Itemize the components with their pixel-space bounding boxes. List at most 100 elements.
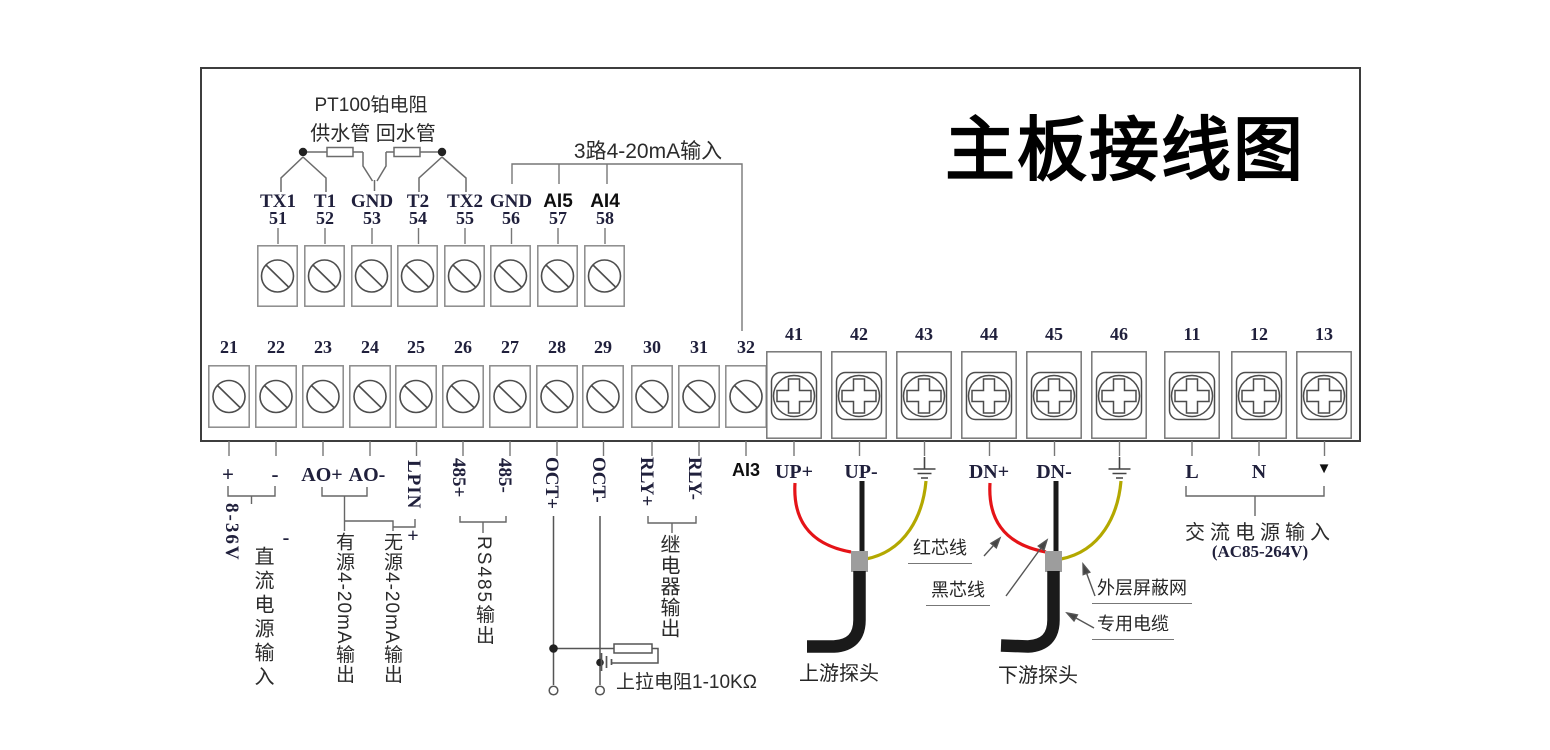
- open-terminal: [548, 685, 559, 696]
- up-shield-wire: [865, 480, 928, 561]
- screw-slot-icon: [444, 245, 485, 307]
- terminal-29: 29: [575, 338, 631, 459]
- terminal-24: 24: [342, 338, 398, 459]
- label-ao-plus: AO+: [301, 464, 343, 486]
- passive-sign: +: [407, 525, 419, 547]
- screw-slot-icon: [584, 245, 625, 307]
- screw-cross-icon: [1091, 351, 1147, 439]
- screw-slot-icon: [537, 245, 578, 307]
- pipe-labels: 供水管 回水管: [310, 123, 436, 145]
- screw-cross-icon: [961, 351, 1017, 439]
- label-ground-triangle: ▼: [1316, 460, 1332, 477]
- screw-cross-icon: [766, 351, 822, 439]
- up-red-wire: [793, 482, 852, 554]
- screw-slot-icon: [208, 365, 250, 428]
- label-dn-minus: DN-: [1036, 461, 1072, 483]
- up-ferrule: [851, 551, 868, 572]
- terminal-23: 23: [295, 338, 351, 459]
- upstream-probe-label: 上游探头: [799, 663, 879, 685]
- screw-slot-icon: [255, 365, 297, 428]
- up-cable: [807, 571, 866, 653]
- cable-label: 专用电缆: [1092, 610, 1174, 640]
- terminal-31: 31: [671, 338, 727, 459]
- ac-range-label: (AC85-264V): [1211, 542, 1309, 561]
- label-ao-minus: AO-: [348, 464, 386, 486]
- dn-cable: [1000, 571, 1060, 653]
- terminal-21: 21: [201, 338, 257, 459]
- earth-icon: [913, 457, 936, 479]
- label-485-plus: 485+: [447, 458, 469, 498]
- relay-bracket: [647, 516, 697, 533]
- dc-voltage-label: 8-36V: [220, 503, 242, 562]
- screw-cross-icon: [1296, 351, 1352, 439]
- label-lpin: LPIN: [402, 460, 424, 510]
- junction-dot: [596, 658, 604, 667]
- dn-ferrule: [1045, 551, 1062, 572]
- relay-out-label: 继电器输出: [657, 534, 679, 639]
- top-row-stubs: [277, 228, 606, 244]
- terminal-22: 22: [248, 338, 304, 459]
- pullup-label: 上拉电阻1-10KΩ: [616, 672, 757, 693]
- screw-slot-icon: [536, 365, 578, 428]
- screw-cross-icon: [1231, 351, 1287, 439]
- label-dc-minus: -: [271, 462, 279, 486]
- rs485-out-label: RS485输出: [472, 536, 494, 647]
- screw-slot-icon: [349, 365, 391, 428]
- screw-cross-icon: [1026, 351, 1082, 439]
- screw-slot-icon: [395, 365, 437, 428]
- ground-symbol: [600, 653, 613, 671]
- analog-input-label: 3路4-20mA输入: [573, 140, 723, 163]
- terminal-42: 42: [831, 325, 887, 446]
- label-dc-plus: +: [222, 462, 234, 486]
- downstream-probe-label: 下游探头: [998, 665, 1078, 687]
- screw-slot-icon: [582, 365, 624, 428]
- open-terminal: [594, 685, 606, 696]
- label-ai3: AI3: [731, 460, 760, 480]
- shield-label: 外层屏蔽网: [1092, 574, 1192, 604]
- terminal-25: 25: [388, 338, 444, 459]
- label-neutral: N: [1251, 461, 1267, 483]
- terminal-32: 32: [718, 338, 774, 459]
- oct-circuit: [548, 516, 659, 696]
- label-up-plus: UP+: [774, 461, 814, 483]
- page-title: 主板接线图: [945, 111, 1305, 189]
- active-420-label: 有源4-20mA输出: [332, 532, 354, 685]
- resistor-supply: [326, 146, 354, 158]
- label-485-minus: 485-: [493, 458, 515, 493]
- screw-slot-icon: [351, 245, 392, 307]
- terminal-26: 26: [435, 338, 491, 459]
- screw-slot-icon: [489, 365, 531, 428]
- analog-input-bracket: [511, 163, 743, 331]
- passive-420-label: 无源4-20mA输出: [380, 532, 402, 685]
- screw-slot-icon: [725, 365, 767, 428]
- red-core-label: 红芯线: [908, 534, 972, 564]
- label-oct-plus: OCT+: [540, 457, 562, 509]
- terminal-28: 28: [529, 338, 585, 459]
- pullup-resistor: [613, 643, 653, 654]
- screw-slot-icon: [257, 245, 298, 307]
- terminal-13: 13: [1296, 325, 1352, 446]
- terminal-46: 46: [1091, 325, 1147, 446]
- terminal-30: 30: [624, 338, 680, 459]
- ac-power-label: 交流电源输入: [1185, 522, 1335, 544]
- terminal-45: 45: [1026, 325, 1082, 446]
- screw-cross-icon: [831, 351, 887, 439]
- screw-slot-icon: [490, 245, 531, 307]
- resistor-return: [393, 146, 421, 158]
- screw-cross-icon: [896, 351, 952, 439]
- pt100-circuit: [280, 146, 467, 192]
- label-brackets: [227, 486, 1325, 533]
- screw-slot-icon: [397, 245, 438, 307]
- black-core-label: 黑芯线: [926, 576, 990, 606]
- dn-shield-wire: [1060, 480, 1123, 561]
- earth-icon: [1108, 457, 1131, 479]
- junction-dot: [437, 147, 447, 157]
- terminal-43: 43: [896, 325, 952, 446]
